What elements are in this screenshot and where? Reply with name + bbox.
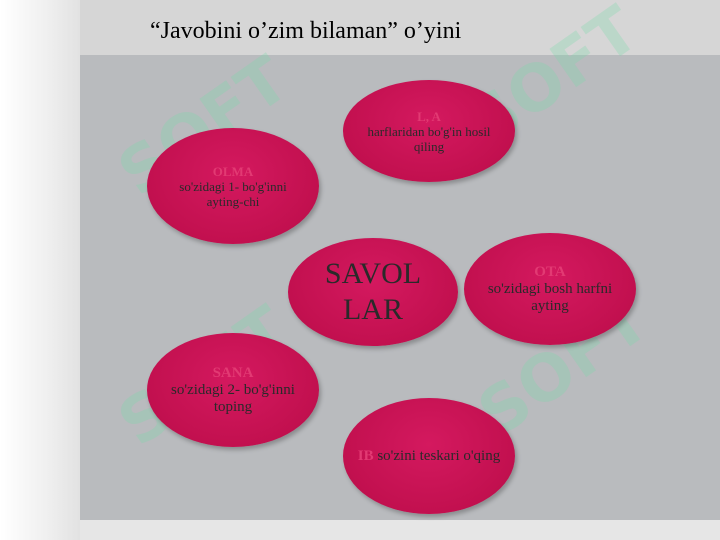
question-node-ota: OTA so'zidagi bosh harfni ayting bbox=[464, 233, 636, 345]
question-text: so'zidagi 2- bo'g'inni toping bbox=[171, 381, 295, 415]
question-keyword: OLMA bbox=[212, 163, 254, 179]
question-node-sana: SANA so'zidagi 2- bo'g'inni toping bbox=[147, 333, 319, 447]
center-node-line2: LAR bbox=[342, 293, 403, 326]
question-keyword: OTA bbox=[534, 263, 566, 280]
question-keyword: IB bbox=[357, 448, 374, 464]
question-text: so'zidagi 1- bo'g'inni ayting-chi bbox=[179, 178, 287, 209]
question-keyword: L, A bbox=[417, 108, 441, 124]
question-node-ib: IB so'zini teskari o'qing bbox=[343, 398, 515, 514]
slide-title: “Javobini o’zim bilaman” o’yini bbox=[150, 18, 462, 44]
bottom-band bbox=[80, 520, 720, 540]
left-strip bbox=[0, 0, 80, 540]
question-text: harflaridan bo'g'in hosil qiling bbox=[367, 123, 491, 154]
question-text: so'zini teskari o'qing bbox=[377, 448, 501, 464]
center-node-savollar: SAVOL LAR bbox=[288, 238, 458, 346]
question-keyword: SANA bbox=[212, 364, 254, 381]
question-node-la: L, A harflaridan bo'g'in hosil qiling bbox=[343, 80, 515, 182]
center-node-line1: SAVOL bbox=[324, 257, 422, 290]
question-node-olma: OLMA so'zidagi 1- bo'g'inni ayting-chi bbox=[147, 128, 319, 244]
question-text: so'zidagi bosh harfni ayting bbox=[487, 280, 613, 314]
